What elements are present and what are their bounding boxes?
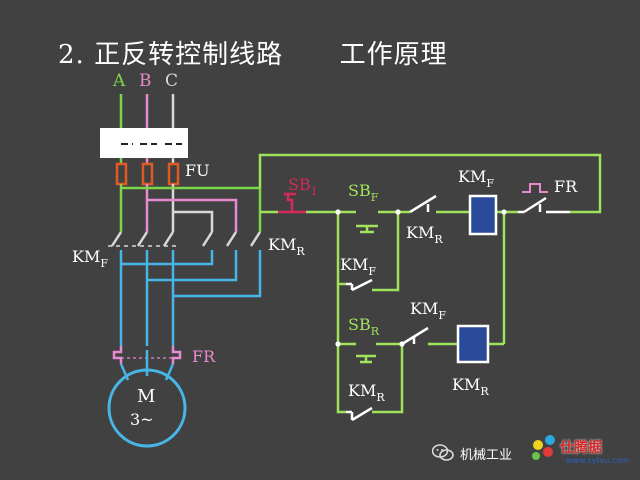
footer-text: 机械工业	[460, 447, 513, 463]
title-section: 工作原理	[339, 40, 448, 70]
title-number: 2.	[58, 40, 85, 70]
km-f-main-label: KMF	[72, 247, 108, 270]
phase-c-label: C	[165, 71, 178, 91]
footer: 机械工业	[432, 440, 512, 466]
km-r-interlock-label: KMR	[406, 223, 443, 246]
km-r-interlock-contact	[409, 194, 437, 214]
fr-motor-label: FR	[192, 347, 216, 366]
motor-m-label: M	[137, 386, 155, 407]
fr-control-contact	[518, 196, 570, 214]
km-f-coil	[468, 194, 498, 236]
fr-thermal-element	[112, 346, 182, 364]
fr-control-label: FR	[554, 177, 578, 196]
fuse-c	[167, 162, 180, 186]
control-wiring	[258, 153, 602, 414]
km-r-main-label: KMR	[268, 235, 305, 258]
km-f-interlock-contact	[401, 326, 429, 346]
km-f-interlock-label: KMF	[410, 299, 446, 322]
motor-phase-label: 3~	[130, 410, 154, 429]
fuse-b	[141, 162, 154, 186]
fu-label: FU	[185, 161, 210, 180]
title-main: 正反转控制线路	[94, 40, 284, 70]
phase-a-label: A	[112, 71, 126, 91]
sbr-label: SBR	[348, 315, 380, 338]
km-f-main-contacts	[108, 231, 176, 247]
wechat-icon	[432, 444, 454, 462]
km-r-hold-label: KMR	[348, 381, 385, 404]
sb1-stop-button	[278, 192, 306, 214]
km-f-hold-contact	[346, 278, 373, 292]
watermark-logo	[532, 435, 555, 460]
slide-title: 2. 正反转控制线路 工作原理	[58, 34, 448, 71]
km-f-hold-label: KMF	[340, 255, 376, 278]
motor-feed-lines	[119, 250, 262, 346]
sbf-label: SBF	[348, 181, 379, 204]
phase-b-label: B	[139, 71, 152, 91]
sbr-start-button	[352, 342, 380, 364]
sb1-label: SB1	[288, 175, 318, 198]
km-r-main-contacts	[201, 231, 262, 247]
watermark-text: 仕腾据	[560, 440, 602, 456]
km-r-coil	[456, 324, 490, 364]
km-r-hold-contact	[346, 406, 373, 422]
km-f-coil-label: KMF	[458, 167, 494, 190]
sbf-start-button	[352, 210, 382, 234]
watermark-url: www.sytvu.com	[566, 456, 629, 465]
junction-dots	[335, 209, 507, 347]
motor	[107, 368, 187, 448]
km-r-coil-label: KMR	[452, 375, 489, 398]
fuse-a	[115, 162, 128, 186]
